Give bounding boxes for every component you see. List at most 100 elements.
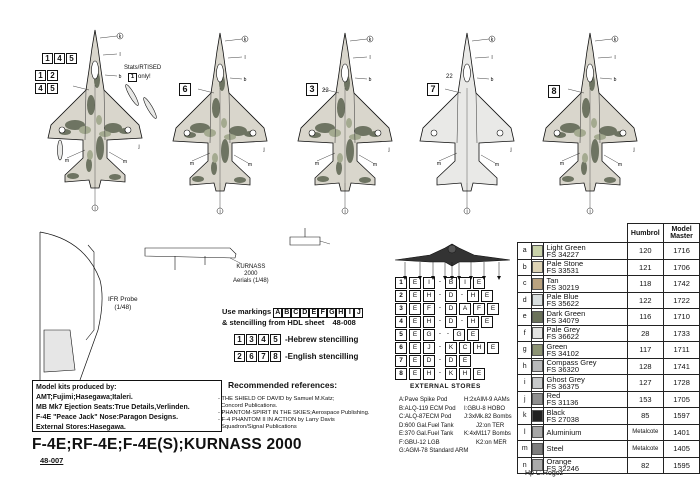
humbrol-code: Metalcote	[626, 440, 665, 458]
legend-key: i	[516, 374, 533, 392]
kits-line: MB Mk7 Ejection Seats:True Details,Verli…	[36, 404, 190, 411]
num-box: 5	[66, 53, 77, 64]
ifr-probe-label: IFR Probe (1/48)	[108, 296, 138, 312]
external-stores-title: EXTERNAL STORES	[410, 383, 481, 390]
sequence-item: H	[423, 316, 435, 328]
legend-key: l	[516, 423, 533, 441]
markings-prefix: Use markings	[222, 307, 272, 316]
model-master-code: 1742	[663, 275, 700, 293]
reference: - F-4 PHANTOM II IN ACTION by Larry Davi…	[218, 417, 335, 423]
svg-text:m: m	[560, 161, 564, 167]
legend-key: k	[516, 407, 533, 425]
svg-text:k: k	[369, 37, 372, 43]
credit: Hp C.Rogoz	[525, 470, 564, 477]
fuel-tank	[143, 97, 157, 119]
sequence-number: 1	[395, 277, 407, 289]
humbrol-code: 128	[626, 357, 665, 375]
kits-line: AMT;Fujimi;Hasegawa;Italeri.	[36, 394, 133, 401]
svg-text:l: l	[614, 55, 615, 61]
stencil-number: 1	[234, 334, 245, 345]
humbrol-code: 121	[626, 258, 665, 276]
color-swatch	[531, 456, 545, 474]
svg-text:m: m	[248, 162, 252, 168]
color-swatch	[531, 440, 545, 458]
svg-text:m: m	[190, 161, 194, 167]
marking-set-145: 1 4 5	[42, 53, 78, 64]
store-item: C:ALQ-87ECM Pod	[399, 414, 452, 420]
sequence-item: -	[438, 356, 442, 363]
kits-heading: Model kits produced by:	[36, 384, 117, 391]
sequence-item: E	[473, 277, 485, 289]
legend-key: a	[516, 242, 533, 260]
sequence-item: E	[467, 329, 479, 341]
svg-text:j: j	[137, 144, 139, 150]
sequence-item: -	[438, 291, 442, 298]
marking-set-12: 1 2	[35, 70, 59, 81]
stencil-number: 2	[234, 351, 245, 362]
ifr-title: IFR Probe	[108, 296, 138, 303]
stencil-number: 6	[246, 351, 257, 362]
legend-row: l Aluminium Metalcote 1401	[516, 423, 700, 441]
store-item: A:Pave Spike Pod	[399, 397, 448, 403]
sequence-item: C	[459, 342, 471, 354]
svg-text:j: j	[632, 147, 634, 153]
sequence-item: I	[459, 277, 471, 289]
marking-letter: I	[345, 308, 355, 318]
store-item: E:370 Gal.Fuel Tank	[399, 431, 454, 437]
store-item: J:3xMk.82 Bombs	[464, 414, 512, 420]
humbrol-code: 127	[626, 374, 665, 392]
reference: Squadron/Signal Publications	[221, 424, 297, 430]
model-master-code: 1728	[663, 374, 700, 392]
marking-letter: E	[309, 308, 319, 318]
humbrol-code: 122	[626, 291, 665, 309]
num-box: 5	[47, 83, 58, 94]
sheet-title: F-4E;RF-4E;F-4E(S);KURNASS 2000	[32, 436, 302, 453]
sequence-item: H	[467, 316, 479, 328]
legend-key: b	[516, 258, 533, 276]
sequence-number: 5	[395, 329, 407, 341]
svg-text:j: j	[387, 147, 389, 153]
svg-text:m: m	[373, 162, 377, 168]
fuel-tank	[57, 139, 63, 161]
color-swatch	[531, 275, 545, 293]
svg-text:i: i	[94, 206, 95, 212]
model-master-code: 1405	[663, 440, 700, 458]
sequence-item: D	[423, 355, 435, 367]
english-label: -English stencilling	[285, 352, 359, 361]
only-text: only!	[138, 74, 151, 80]
humbrol-code: 117	[626, 341, 665, 359]
humbrol-code: 118	[626, 275, 665, 293]
sequence-item: E	[487, 342, 499, 354]
svg-text:m: m	[437, 161, 441, 167]
sequence-number: 2	[395, 290, 407, 302]
legend-row: m Steel Metalcote 1405	[516, 440, 700, 458]
color-swatch	[531, 324, 545, 342]
model-master-code: 1705	[663, 390, 700, 408]
model-master-code: 1597	[663, 407, 700, 425]
profile-number-7: 7	[427, 83, 439, 96]
col-humbrol: Humbrol	[626, 223, 665, 243]
legend-key: c	[516, 275, 533, 293]
marking-letter: F	[318, 308, 328, 318]
sequence-item: E	[459, 355, 471, 367]
color-swatch	[531, 308, 545, 326]
sequence-item: E	[473, 368, 485, 380]
reference: - THE SHIELD OF DAVID by Samuel M.Katz;	[218, 396, 335, 402]
legend-key: d	[516, 291, 533, 309]
sequence-item: E	[409, 277, 421, 289]
sequence-item: H	[459, 368, 471, 380]
svg-text:m: m	[495, 162, 499, 168]
kits-line: F-4E "Peace Jack" Nose:Paragon Designs.	[36, 414, 179, 421]
sequence-item: H	[423, 290, 435, 302]
